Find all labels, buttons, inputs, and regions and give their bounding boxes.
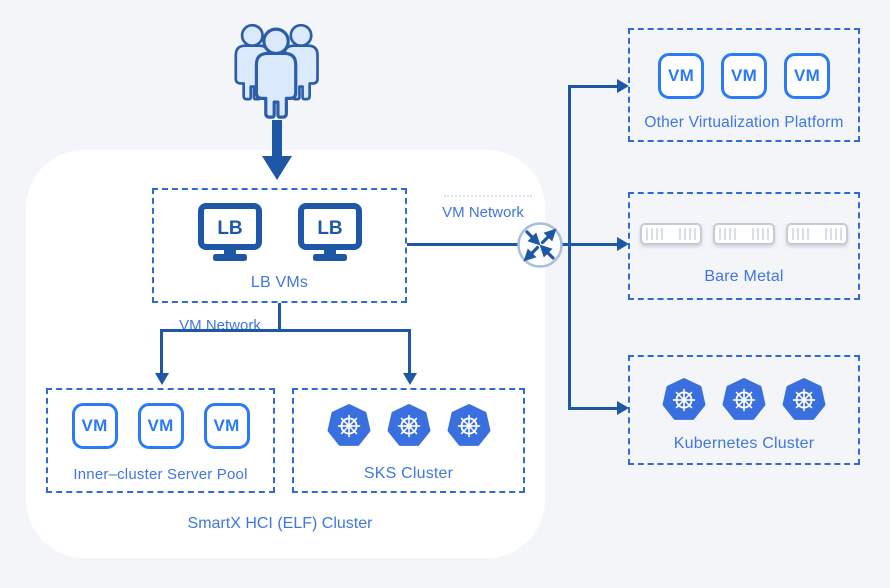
arrowhead-bare-metal (617, 237, 629, 251)
kubernetes-wheel-icon (782, 378, 826, 420)
kubernetes-cluster-box: Kubernetes Cluster (628, 355, 860, 465)
other-virtualization-platform-box: VM VM VM Other Virtualization Platform (628, 28, 860, 142)
server-icon (786, 223, 848, 245)
vm-icon-label: VM (730, 66, 758, 85)
arrowhead-inner-cluster (155, 373, 169, 385)
connector-drop-right (408, 329, 411, 375)
lb-vms-label: LB VMs (250, 274, 309, 291)
kubernetes-wheel-icon (447, 404, 490, 446)
vm-icon-label: VM (213, 416, 240, 435)
connector-top-branch (568, 85, 618, 88)
server-vent (679, 228, 696, 240)
vm-icon-label: VM (667, 66, 695, 85)
bare-metal-box: Bare Metal (628, 192, 860, 300)
users-group-icon (234, 23, 319, 119)
vm-icon-label: VM (147, 416, 174, 435)
lb-monitor-label: LB (217, 218, 242, 239)
vm-icon-label: VM (81, 416, 108, 435)
connector-bottom-branch (568, 407, 618, 410)
lb-monitor-icon: LB (297, 203, 362, 261)
server-icon (640, 223, 702, 245)
inner-cluster-server-pool-box: VM VM VM Inner–cluster Server Pool (46, 388, 275, 493)
vm-icon-label: VM (793, 66, 821, 85)
server-vent (825, 228, 842, 240)
vm-icon: VM (137, 403, 184, 449)
lb-monitor-label: LB (317, 218, 342, 239)
vm-icon: VM (203, 403, 250, 449)
vm-icon: VM (721, 53, 767, 99)
server-vent (646, 228, 663, 240)
vm-network-right-label: VM Network (442, 204, 524, 221)
lb-monitor-icon: LB (197, 203, 262, 261)
connector-branch-horizontal (160, 329, 411, 332)
kubernetes-wheel-icon (387, 404, 430, 446)
bare-metal-label: Bare Metal (704, 268, 784, 285)
server-vent (752, 228, 769, 240)
kubernetes-wheel-icon (662, 378, 706, 420)
sks-cluster-box: SKS Cluster (292, 388, 525, 493)
inner-cluster-label: Inner–cluster Server Pool (73, 466, 248, 483)
arrowhead-kubernetes (617, 401, 629, 415)
server-vent (792, 228, 809, 240)
lb-vms-box: LB LB LB VMs (152, 188, 407, 303)
other-virtualization-label: Other Virtualization Platform (644, 114, 844, 131)
faint-dashes-decoration (444, 195, 532, 197)
server-vent (719, 228, 736, 240)
connector-lb-down (278, 303, 281, 332)
connector-lb-right (407, 243, 570, 246)
server-icon (713, 223, 775, 245)
router-icon (517, 222, 563, 268)
connector-drop-left (160, 329, 163, 375)
down-arrow-icon (262, 120, 292, 180)
vm-icon: VM (784, 53, 830, 99)
arrowhead-other-virtualization (617, 79, 629, 93)
kubernetes-cluster-label: Kubernetes Cluster (673, 435, 815, 452)
kubernetes-wheel-icon (327, 404, 370, 446)
vm-icon: VM (71, 403, 118, 449)
connector-trunk-vertical (568, 85, 571, 410)
connector-mid-branch (568, 243, 618, 246)
arrowhead-sks (403, 373, 417, 385)
smartx-cluster-label: SmartX HCI (ELF) Cluster (187, 515, 373, 532)
smartx-cluster-container (26, 150, 545, 558)
vm-icon: VM (658, 53, 704, 99)
kubernetes-wheel-icon (722, 378, 766, 420)
sks-cluster-label: SKS Cluster (363, 465, 454, 482)
